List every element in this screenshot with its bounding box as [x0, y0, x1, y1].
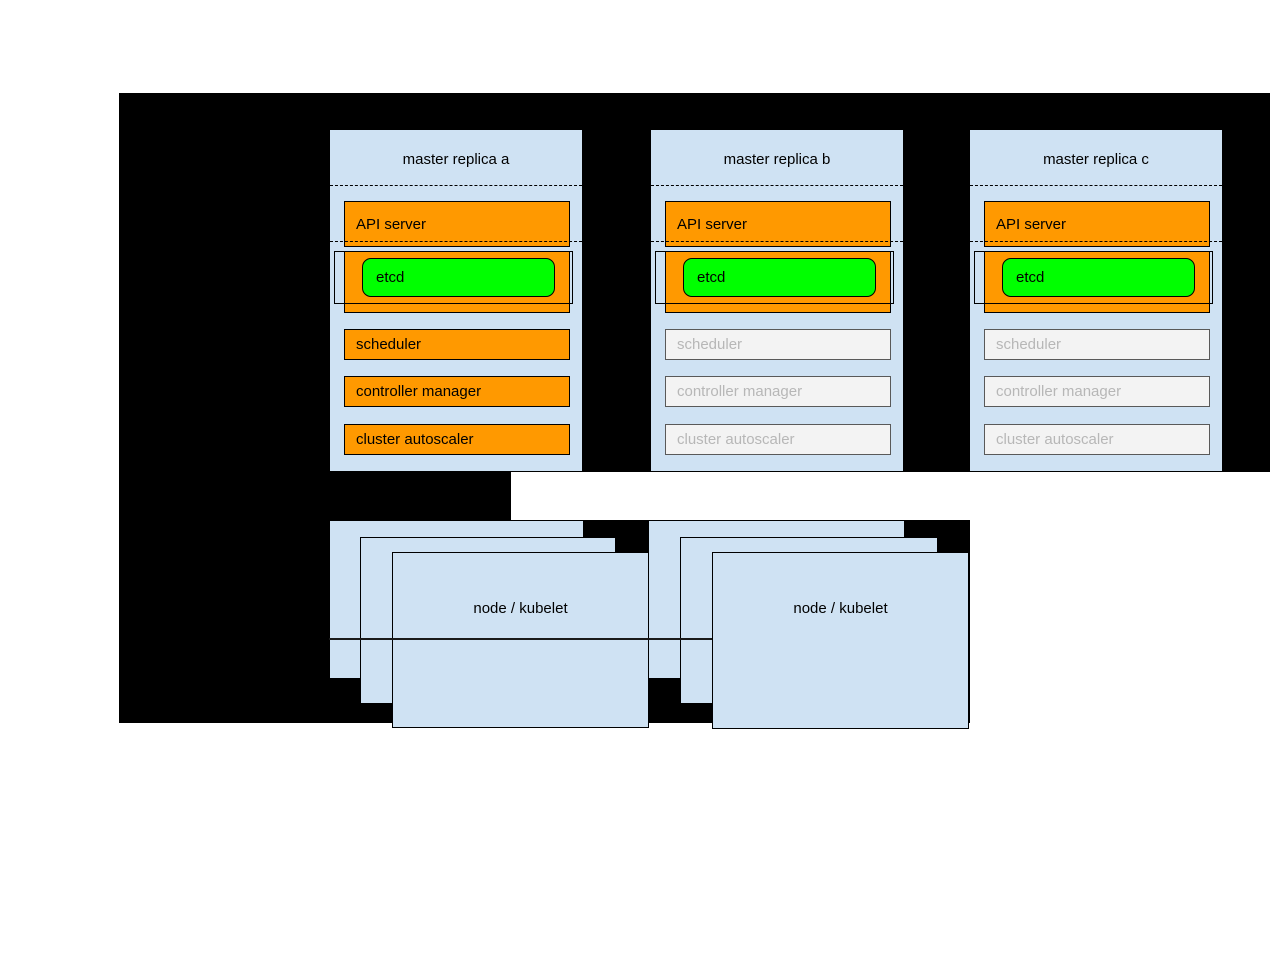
master-replica-a-box: master replica a API server etcd schedul… — [329, 129, 583, 472]
master-title: master replica a — [402, 151, 510, 168]
scheduler-label: scheduler — [356, 336, 422, 353]
master-title: master replica c — [1043, 151, 1149, 168]
controller-manager-box: controller manager — [665, 376, 891, 407]
api-server-label: API server — [677, 215, 748, 233]
node-kubelet-label: node / kubelet — [793, 600, 888, 617]
api-server-box: API server — [665, 201, 891, 247]
cluster-autoscaler-box: cluster autoscaler — [984, 424, 1210, 455]
etcd-label: etcd — [1016, 269, 1045, 286]
node-stack2-front-box: node / kubelet — [712, 552, 969, 729]
etcd-box: etcd — [683, 258, 876, 297]
etcd-ring-outline — [655, 251, 894, 304]
etcd-box: etcd — [362, 258, 555, 297]
scheduler-label: scheduler — [677, 336, 743, 353]
etcd-wrapper-box: etcd — [665, 251, 891, 313]
dashed-line-lower — [330, 241, 582, 242]
etcd-wrapper-box: etcd — [344, 251, 570, 313]
controller-manager-label: controller manager — [677, 383, 803, 400]
master-title: master replica b — [723, 151, 831, 168]
background-black-left-column — [119, 472, 511, 520]
etcd-label: etcd — [697, 269, 726, 286]
api-server-label: API server — [996, 215, 1067, 233]
dashed-line-upper — [651, 185, 903, 186]
dashed-line-lower — [651, 241, 903, 242]
etcd-ring-outline — [334, 251, 573, 304]
scheduler-label: scheduler — [996, 336, 1062, 353]
cluster-autoscaler-label: cluster autoscaler — [356, 431, 474, 448]
cluster-autoscaler-box: cluster autoscaler — [344, 424, 570, 455]
api-server-label: API server — [356, 215, 427, 233]
api-server-box: API server — [344, 201, 570, 247]
scheduler-box: scheduler — [344, 329, 570, 360]
master-replica-b-box: master replica b API server etcd schedul… — [650, 129, 904, 472]
etcd-ring-outline — [974, 251, 1213, 304]
controller-manager-label: controller manager — [356, 383, 482, 400]
node-stack1-front-box: node / kubelet — [392, 552, 649, 728]
api-server-box: API server — [984, 201, 1210, 247]
controller-manager-box: controller manager — [984, 376, 1210, 407]
controller-manager-label: controller manager — [996, 383, 1122, 400]
scheduler-box: scheduler — [665, 329, 891, 360]
dashed-line-lower — [970, 241, 1222, 242]
etcd-wrapper-box: etcd — [984, 251, 1210, 313]
dashed-line-upper — [330, 185, 582, 186]
dashed-line-upper — [970, 185, 1222, 186]
etcd-box: etcd — [1002, 258, 1195, 297]
etcd-label: etcd — [376, 269, 405, 286]
cluster-autoscaler-label: cluster autoscaler — [677, 431, 795, 448]
controller-manager-box: controller manager — [344, 376, 570, 407]
node-kubelet-label: node / kubelet — [473, 600, 568, 617]
scheduler-box: scheduler — [984, 329, 1210, 360]
cluster-autoscaler-label: cluster autoscaler — [996, 431, 1114, 448]
cluster-autoscaler-box: cluster autoscaler — [665, 424, 891, 455]
master-replica-c-box: master replica c API server etcd schedul… — [969, 129, 1223, 472]
node-connector-line — [329, 638, 712, 640]
